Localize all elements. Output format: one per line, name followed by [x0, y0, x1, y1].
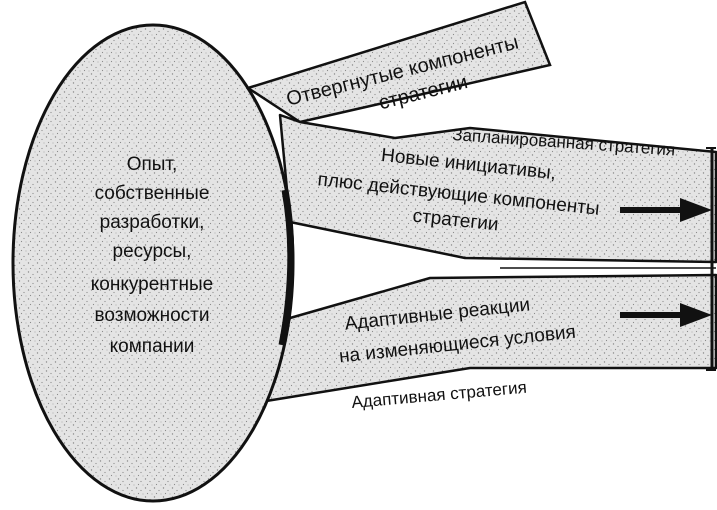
arrow-right-icon — [620, 198, 712, 222]
ellipse-shadow — [278, 189, 295, 346]
source-line: возможности — [95, 305, 210, 326]
source-line: компании — [110, 336, 195, 357]
planned-band — [278, 113, 717, 264]
rejected-band — [245, 0, 552, 124]
arrow-right-icon — [620, 303, 712, 327]
source-line: конкурентные — [91, 274, 213, 295]
source-line: Опыт, — [127, 154, 178, 175]
source-line: разработки, — [100, 212, 205, 233]
source-line: собственные — [95, 183, 210, 204]
source-text: Опыт, собственные разработки, ресурсы, к… — [91, 154, 213, 357]
source-line: ресурсы, — [113, 241, 192, 262]
source-ellipse — [11, 23, 295, 503]
